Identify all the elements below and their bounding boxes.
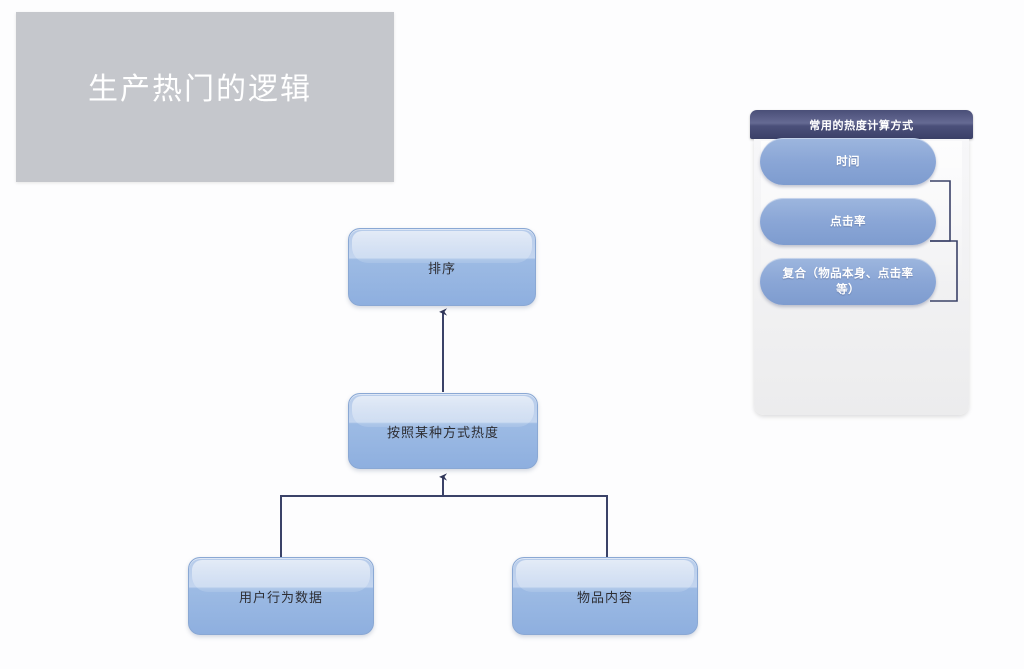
panel-item-ctr-label: 点击率 bbox=[830, 213, 866, 228]
flow-node-behavior-label: 用户行为数据 bbox=[238, 590, 323, 606]
panel-header-title: 常用的热度计算方式 bbox=[809, 118, 914, 132]
title-banner: 生产热门的逻辑 bbox=[16, 12, 394, 182]
flow-node-hotness-label: 按照某种方式热度 bbox=[386, 425, 499, 441]
flow-node-hotness[interactable]: 按照某种方式热度 bbox=[348, 393, 538, 469]
flow-node-sort-label: 排序 bbox=[427, 261, 456, 277]
panel-item-ctr[interactable]: 点击率 bbox=[760, 198, 936, 245]
flow-node-sort[interactable]: 排序 bbox=[348, 228, 536, 306]
panel-item-time[interactable]: 时间 bbox=[760, 138, 936, 185]
panel-item-composite[interactable]: 复合（物品本身、点击率 等） bbox=[760, 258, 936, 305]
panel-header: 常用的热度计算方式 bbox=[750, 110, 973, 139]
page-title: 生产热门的逻辑 bbox=[88, 72, 312, 107]
flow-node-behavior[interactable]: 用户行为数据 bbox=[188, 557, 374, 635]
panel-item-composite-label: 复合（物品本身、点击率 等） bbox=[782, 265, 914, 296]
edge-merge-bar bbox=[280, 495, 608, 557]
hotness-methods-panel: 常用的热度计算方式 时间 点击率 复合（物品本身、点击率 等） bbox=[750, 110, 973, 415]
panel-item-time-label: 时间 bbox=[836, 153, 860, 168]
flow-node-content[interactable]: 物品内容 bbox=[512, 557, 698, 635]
flow-node-content-label: 物品内容 bbox=[576, 590, 633, 606]
